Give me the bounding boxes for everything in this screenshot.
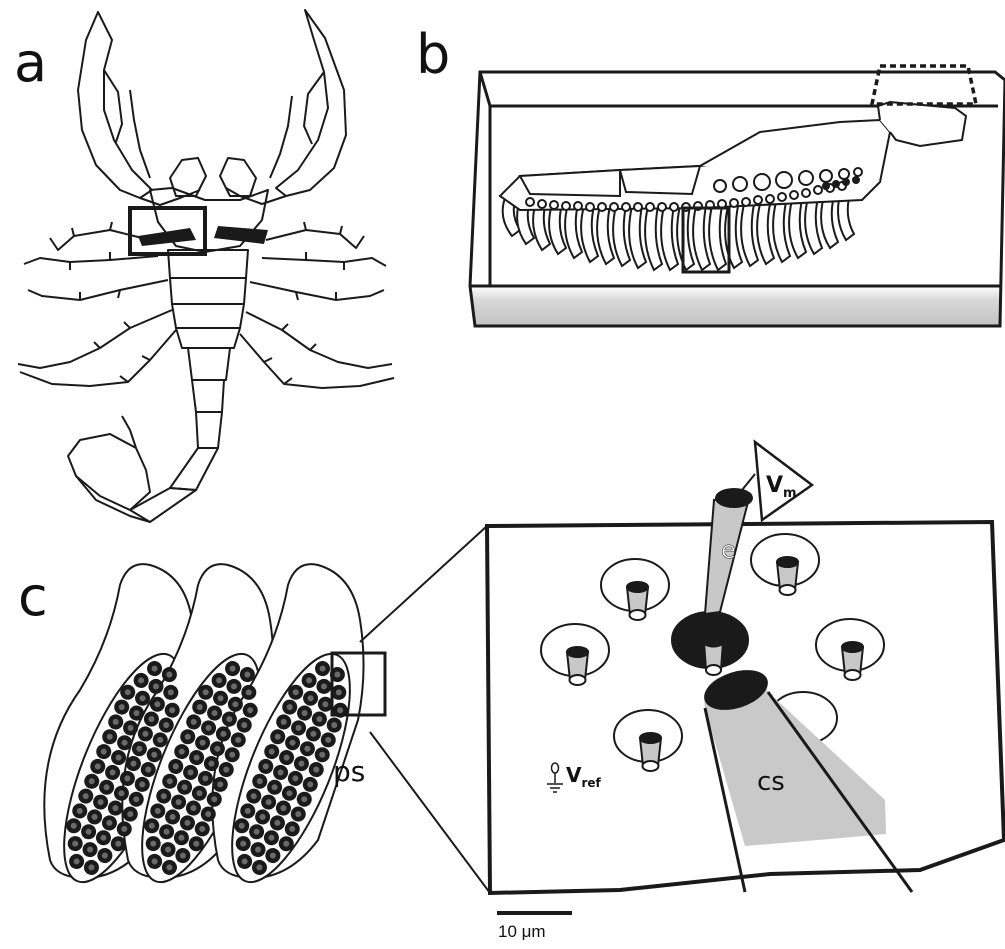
pecten-highlight-box [130, 208, 205, 254]
scale-bar-label: 10 μm [498, 922, 546, 942]
vref-subscript: ref [581, 776, 601, 790]
pecten-illustration [500, 102, 966, 270]
cs-label: cs [757, 767, 785, 797]
zoom-connector-lines [360, 526, 490, 893]
scorpion-illustration [18, 10, 394, 522]
vm-subscript: m [783, 486, 797, 501]
right-pecten [214, 226, 268, 244]
vm-label: V [766, 473, 783, 498]
amplifier-symbol: Vm [755, 442, 812, 520]
electrode-label: e [721, 536, 736, 564]
vref-label: V [566, 763, 582, 787]
ps-label: ps [333, 755, 365, 788]
left-pecten [138, 228, 196, 246]
